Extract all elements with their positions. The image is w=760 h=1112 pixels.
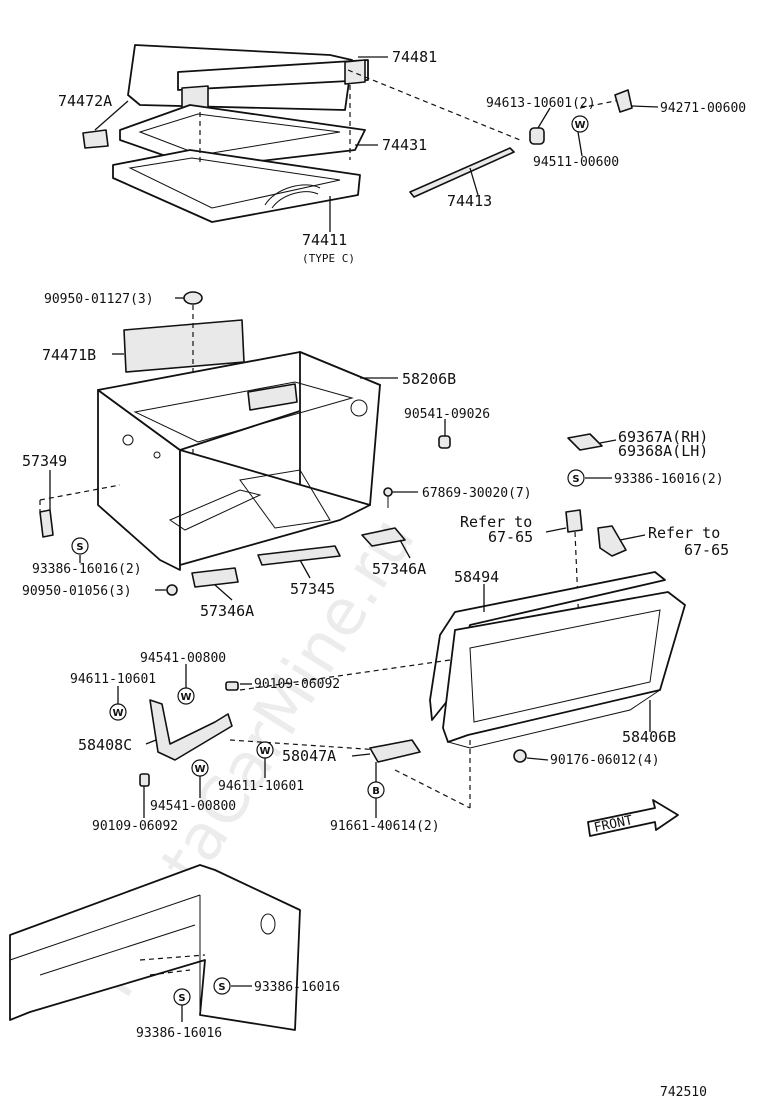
label-94511: 94511-00600 (533, 155, 619, 170)
gasket-58494 (429, 571, 666, 721)
svg-text:W: W (259, 746, 270, 757)
nut-90176 (513, 749, 527, 763)
frame-bracket (9, 864, 301, 1031)
label-69367A: 69367A(RH) (618, 428, 708, 446)
lid-74481 (127, 44, 369, 115)
washer-93386-b-symbol: S (567, 469, 585, 487)
bracket-57346A-left (191, 567, 239, 588)
label-74471B: 74471B (42, 346, 96, 364)
washer-94541-b-symbol: W (191, 759, 209, 777)
washer-94511-symbol: W (571, 115, 589, 133)
label-type-c: (TYPE C) (302, 252, 355, 265)
label-94611-a: 94611-10601 (70, 672, 156, 687)
bracket-57345 (257, 545, 341, 566)
label-74481: 74481 (392, 48, 437, 66)
svg-text:W: W (574, 120, 585, 131)
clip-94271 (614, 89, 633, 113)
washer-94541-a-symbol: W (177, 687, 195, 705)
label-90109-b: 90109-06092 (92, 819, 178, 834)
bracket-58047A (369, 739, 421, 763)
base-74411 (112, 149, 361, 223)
refer-label-1-line2: 67-65 (488, 528, 533, 546)
label-57346A-right: 57346A (372, 560, 426, 578)
label-57345: 57345 (290, 580, 335, 598)
washer-93386-c-symbol: S (213, 977, 231, 995)
label-93386-b: 93386-16016(2) (614, 472, 724, 487)
bracket-57346A-right (361, 527, 406, 547)
label-94271: 94271-00600 (660, 101, 746, 116)
svg-text:S: S (572, 474, 579, 485)
label-58408C: 58408C (78, 736, 132, 754)
label-90950-01056: 90950-01056(3) (22, 584, 132, 599)
cap-90541 (438, 435, 451, 449)
label-74413: 74413 (447, 192, 492, 210)
refer-label-2-line2: 67-65 (684, 541, 729, 559)
svg-text:B: B (372, 786, 380, 797)
label-93386-c: 93386-16016 (254, 980, 340, 995)
refer-label-2-line1: Refer to (648, 524, 720, 542)
label-58494: 58494 (454, 568, 499, 586)
svg-text:W: W (180, 692, 191, 703)
label-74472A: 74472A (58, 92, 112, 110)
label-58047A: 58047A (282, 747, 336, 765)
label-57349: 57349 (22, 452, 67, 470)
label-74431: 74431 (382, 136, 427, 154)
box-58206B (97, 351, 381, 571)
front-arrow: FRONT (587, 799, 679, 837)
svg-text:W: W (112, 708, 123, 719)
lid-58406B (442, 591, 686, 749)
washer-94611-b-symbol: W (256, 741, 274, 759)
washer-93386-a-symbol: S (71, 537, 89, 555)
svg-text:S: S (178, 993, 185, 1004)
bolt-90109-b (139, 773, 150, 787)
clip-57349 (39, 509, 54, 538)
label-94541-a: 94541-00800 (140, 651, 226, 666)
washer-94611-a-symbol: W (109, 703, 127, 721)
grommet-94613 (529, 127, 545, 145)
bolt-91661-symbol: B (367, 781, 385, 799)
label-74411: 74411 (302, 231, 347, 249)
svg-text:S: S (218, 982, 225, 993)
label-90176: 90176-06012(4) (550, 753, 660, 768)
washer-93386-d-symbol: S (173, 988, 191, 1006)
label-90950-01127: 90950-01127(3) (44, 292, 154, 307)
bolt-90109-a (225, 681, 239, 691)
svg-text:S: S (76, 542, 83, 553)
label-69368A: 69368A(LH) (618, 442, 708, 460)
label-67869: 67869-30020(7) (422, 486, 532, 501)
label-94541-b: 94541-00800 (150, 799, 236, 814)
nut-90950-b (166, 584, 178, 596)
pad-74472A (82, 129, 109, 149)
lock-part (597, 525, 627, 557)
label-58406B: 58406B (622, 728, 676, 746)
label-94611-b: 94611-10601 (218, 779, 304, 794)
label-57346A-left: 57346A (200, 602, 254, 620)
bolt-67869 (383, 487, 393, 508)
label-90109-a: 90109-06092 (254, 677, 340, 692)
label-93386-d: 93386-16016 (136, 1026, 222, 1041)
label-93386-a: 93386-16016(2) (32, 562, 142, 577)
label-91661: 91661-40614(2) (330, 819, 440, 834)
hinge-69367A (567, 433, 603, 451)
label-94613: 94613-10601(2) (486, 96, 596, 111)
label-90541: 90541-09026 (404, 407, 490, 422)
latch-part (565, 509, 583, 533)
cap-90950 (183, 291, 203, 305)
strut-74413 (409, 147, 515, 198)
stay-58408C (149, 699, 233, 761)
panel-74471B (123, 319, 245, 373)
diagram-code: 742510 (660, 1085, 707, 1100)
refer-label-1-line1: Refer to (460, 513, 532, 531)
front-label: FRONT (593, 813, 635, 836)
svg-text:W: W (194, 764, 205, 775)
label-58206B: 58206B (402, 370, 456, 388)
